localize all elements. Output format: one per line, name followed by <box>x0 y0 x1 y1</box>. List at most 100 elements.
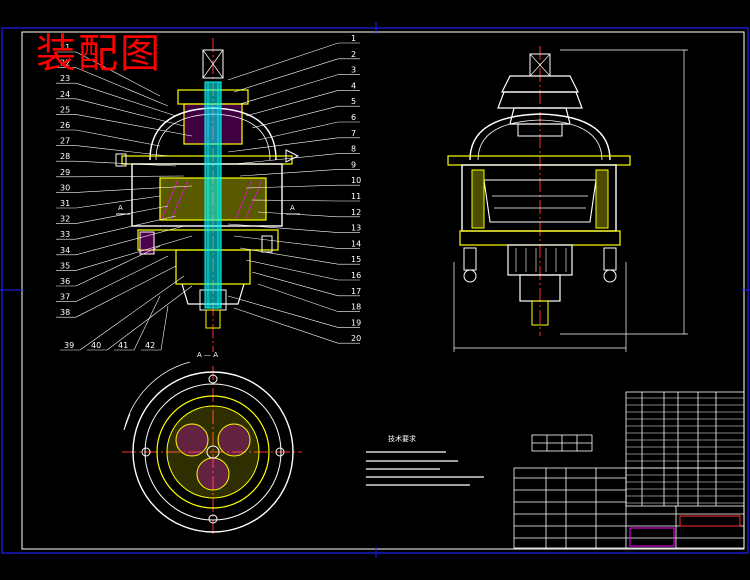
balloon-number: 33 <box>60 230 70 239</box>
leader-line-right <box>251 271 339 297</box>
leader-line-left <box>75 67 169 107</box>
leader-line-right <box>239 169 339 177</box>
balloon-number: 18 <box>351 303 361 312</box>
leader-line-left <box>75 175 185 178</box>
exterior-view <box>447 46 688 352</box>
balloon-number: 21 <box>60 43 70 52</box>
balloon-number: 37 <box>60 293 70 302</box>
leader-line-left <box>133 295 161 351</box>
section-mark-right: A <box>290 204 295 212</box>
leader-line-left <box>79 275 185 351</box>
leader-line-left <box>75 235 193 271</box>
balloon-number: 42 <box>145 341 155 350</box>
leader-line-right <box>233 58 339 93</box>
leader-line-right <box>239 74 339 105</box>
balloon-number: 13 <box>351 224 361 233</box>
leader-line-right <box>233 307 339 344</box>
leader-line-right <box>251 105 339 129</box>
leader-line-left <box>75 185 193 193</box>
balloon-number: 15 <box>351 255 361 264</box>
section-mark-left: A <box>118 204 123 212</box>
balloon-number: 29 <box>60 168 70 177</box>
balloon-number: 28 <box>60 152 70 161</box>
spec-table <box>531 434 593 452</box>
leader-line-right <box>233 153 339 165</box>
balloon-number: 30 <box>60 183 70 192</box>
balloon-number: 17 <box>351 287 361 296</box>
leader-line-right <box>227 295 339 328</box>
inner-border <box>21 31 745 550</box>
leader-line-right <box>257 121 339 141</box>
leader-line-left <box>75 255 169 302</box>
leader-line-left <box>160 305 169 351</box>
leader-line-left <box>75 145 169 157</box>
aa-view: A — A <box>122 351 302 536</box>
leader-line-left <box>75 205 169 224</box>
tech-requirements: 技术要求 <box>366 434 484 486</box>
leader-line-right <box>227 42 339 81</box>
balloon-number: 31 <box>60 199 70 208</box>
balloon-number: 6 <box>351 113 356 122</box>
balloon-number: 26 <box>60 121 70 130</box>
leader-line-left <box>75 225 185 256</box>
leader-line-left <box>75 82 177 117</box>
leader-line-left <box>75 114 193 137</box>
leader-line-right <box>257 283 339 312</box>
balloon-number: 20 <box>351 334 361 343</box>
leader-line-left <box>75 160 177 167</box>
balloon-number: 12 <box>351 208 361 217</box>
balloon-number: 36 <box>60 277 70 286</box>
balloon-number: 39 <box>64 341 74 350</box>
balloon-number: 19 <box>351 318 361 327</box>
leader-line-right <box>245 184 339 189</box>
leader-line-right <box>227 223 339 233</box>
title-block <box>513 391 745 549</box>
balloon-number: 40 <box>91 341 101 350</box>
leader-line-right <box>245 90 339 117</box>
leader-line-right <box>251 199 339 202</box>
balloon-number: 14 <box>351 239 361 248</box>
balloon-number: 35 <box>60 261 70 270</box>
leader-line-left <box>75 245 161 287</box>
outer-border <box>1 27 749 554</box>
balloon-number: 11 <box>351 192 361 201</box>
drawing-title: 装配图 <box>36 31 162 77</box>
leader-line-left <box>75 98 185 127</box>
balloon-number: 3 <box>351 66 356 75</box>
leaders-left: 21 22 23 24 25 26 27 28 29 30 31 32 33 34 35 36 37 38 39 40… <box>56 43 193 351</box>
balloon-number: 38 <box>60 308 70 317</box>
balloon-number: 7 <box>351 129 356 138</box>
leader-line-left <box>75 51 161 97</box>
shaft <box>204 81 222 309</box>
balloon-number: 32 <box>60 215 70 224</box>
balloon-number: 10 <box>351 176 361 185</box>
balloon-number: 16 <box>351 271 361 280</box>
leader-line-right <box>227 137 339 153</box>
balloon-number: 34 <box>60 246 70 255</box>
balloon-number: 9 <box>351 160 356 169</box>
balloon-number: 22 <box>60 59 70 68</box>
tech-req-title: 技术要求 <box>388 434 416 443</box>
leader-line-right <box>245 259 339 281</box>
centering-marks <box>0 22 750 558</box>
leader-line-left <box>75 215 177 240</box>
balloon-number: 25 <box>60 105 70 114</box>
balloon-number: 4 <box>351 81 356 90</box>
balloon-number: 2 <box>351 50 356 59</box>
balloon-number: 27 <box>60 137 70 146</box>
leader-line-left <box>75 195 161 209</box>
aa-label: A — A <box>197 351 218 359</box>
leader-line-left <box>75 129 161 147</box>
leader-line-right <box>257 211 339 218</box>
balloon-number: 1 <box>351 34 356 43</box>
balloon-number: 24 <box>60 90 70 99</box>
leader-line-right <box>239 247 339 265</box>
balloon-number: 41 <box>118 341 128 350</box>
leader-line-left <box>75 265 177 318</box>
balloon-number: 23 <box>60 74 70 83</box>
balloon-number: 5 <box>351 97 356 106</box>
balloon-number: 8 <box>351 145 356 154</box>
